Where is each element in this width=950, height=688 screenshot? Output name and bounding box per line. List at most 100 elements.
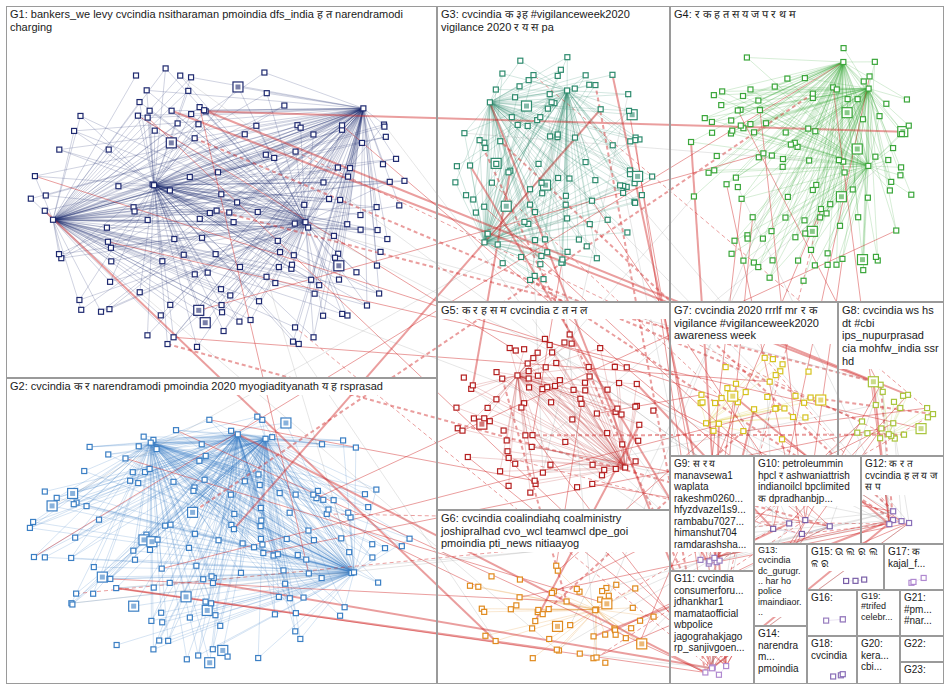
tie-line: [795, 89, 868, 238]
vertex: [538, 115, 543, 120]
vertex-core: [149, 539, 154, 544]
tie-line: [747, 57, 868, 165]
vertex: [567, 176, 572, 181]
vertex: [331, 498, 336, 503]
vertex: [453, 180, 458, 185]
tie-line: [517, 375, 636, 405]
tie-line: [154, 124, 198, 185]
vertex: [109, 259, 114, 264]
vertex: [255, 209, 260, 214]
tie-line: [567, 57, 568, 90]
vertex: [498, 139, 503, 144]
vertex: [43, 193, 48, 198]
cross-tie-grey: [140, 292, 557, 649]
vertex: [287, 596, 292, 601]
vertex: [311, 132, 316, 137]
vertex-core: [50, 503, 55, 508]
vertex: [348, 166, 353, 171]
cross-tie: [263, 428, 881, 553]
vertex-core: [524, 104, 529, 109]
tie-line: [354, 572, 378, 582]
tie-line: [490, 75, 613, 103]
tie-line: [195, 434, 238, 534]
tie-line: [785, 89, 868, 218]
vertex: [528, 187, 533, 192]
vertex: [163, 523, 168, 528]
vertex: [536, 161, 541, 166]
tie-line: [738, 62, 844, 110]
vertex: [130, 470, 135, 475]
vertex: [84, 504, 89, 509]
tie-line: [238, 434, 241, 573]
vertex: [281, 568, 286, 573]
tie-line: [837, 88, 869, 90]
vertex: [258, 524, 263, 529]
tie-line: [363, 108, 379, 293]
vertex: [187, 175, 192, 180]
vertex-core: [70, 491, 75, 496]
vertex: [283, 581, 288, 586]
vertex: [533, 238, 538, 243]
tie-line: [162, 572, 354, 622]
vertex: [47, 501, 57, 511]
vertex: [541, 277, 546, 282]
vertex: [335, 165, 340, 170]
vertex: [293, 325, 298, 330]
vertex: [334, 261, 344, 271]
vertex: [311, 492, 316, 497]
vertex: [70, 602, 75, 607]
vertex-core: [283, 420, 288, 425]
cross-tie: [162, 408, 785, 568]
vertex: [87, 444, 92, 449]
vertex: [184, 657, 189, 662]
vertex: [163, 66, 168, 71]
tie-line: [53, 220, 342, 314]
tie-line: [53, 77, 191, 219]
vertex: [192, 531, 197, 536]
vertex: [171, 335, 176, 340]
vertex: [145, 115, 150, 120]
vertex: [272, 612, 277, 617]
vertex: [218, 623, 223, 628]
tie-line: [238, 434, 334, 500]
vertex: [563, 202, 568, 207]
vertex: [298, 125, 303, 130]
vertex: [361, 106, 366, 111]
vertex: [261, 551, 266, 556]
vertex: [209, 601, 214, 606]
cross-tie: [200, 107, 309, 573]
vertex: [276, 594, 281, 599]
vertex: [346, 510, 351, 515]
tie-line: [484, 106, 526, 242]
tie-line: [154, 185, 313, 337]
vertex: [158, 313, 163, 318]
vertex: [258, 536, 263, 541]
vertex: [483, 146, 488, 151]
tie-line: [490, 70, 561, 103]
vertex: [114, 643, 119, 648]
cross-tie: [231, 431, 705, 673]
vertex: [189, 75, 194, 80]
vertex: [509, 115, 514, 120]
vertex: [221, 329, 226, 334]
vertex: [311, 335, 316, 340]
tie-line: [843, 61, 874, 62]
vertex: [298, 636, 303, 641]
vertex: [515, 122, 520, 127]
vertex: [387, 179, 392, 184]
vertex: [471, 197, 476, 202]
tie-line: [343, 440, 354, 572]
vertex: [337, 277, 342, 282]
vertex: [610, 143, 615, 148]
vertex: [200, 318, 210, 328]
vertex: [462, 131, 467, 136]
cross-tie: [34, 62, 843, 557]
tie-line: [750, 88, 868, 90]
tie-line: [202, 108, 363, 237]
vertex: [333, 255, 338, 260]
tie-line: [596, 588, 635, 609]
vertex: [583, 73, 588, 78]
vertex: [341, 438, 346, 443]
vertex: [627, 108, 632, 113]
vertex: [51, 217, 56, 222]
